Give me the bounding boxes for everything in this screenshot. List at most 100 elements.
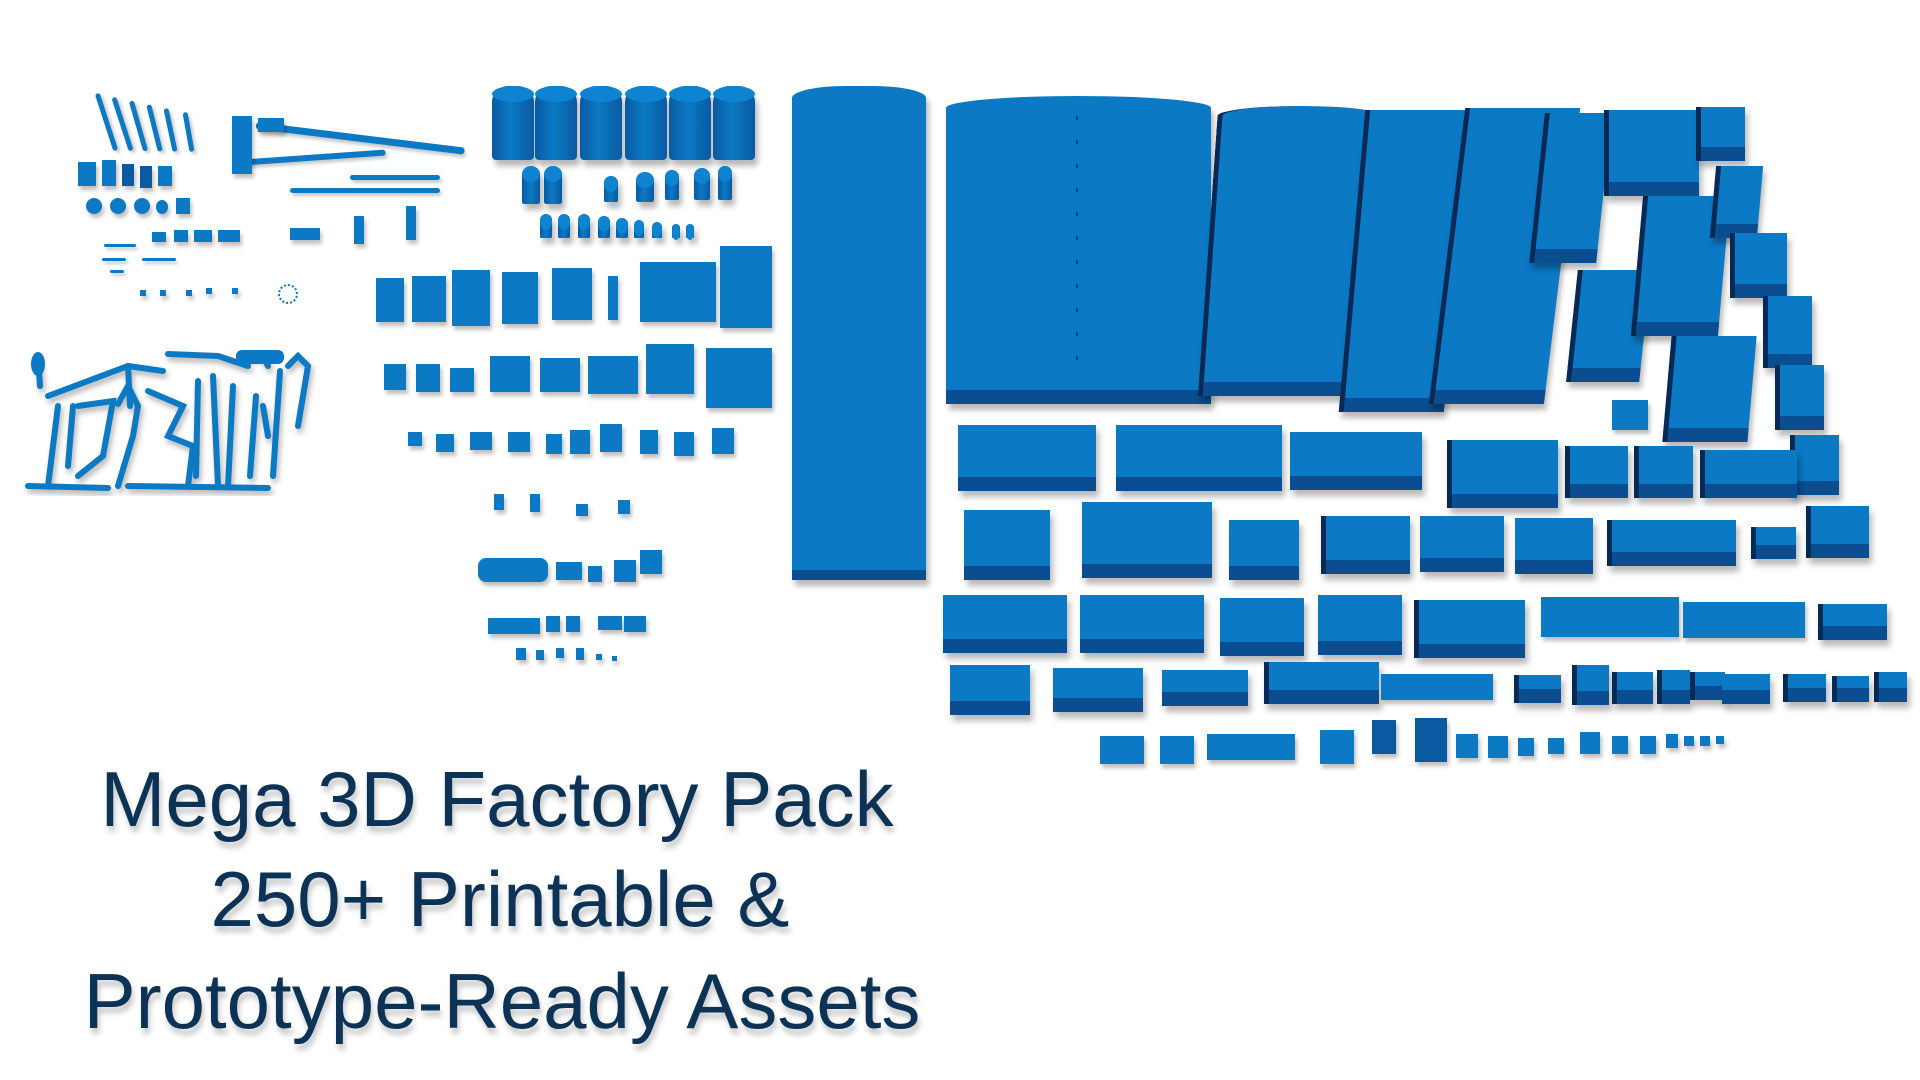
- tank-small-7: [718, 166, 732, 200]
- building-r1-3: [1290, 432, 1422, 490]
- office-tower-d: [1763, 296, 1812, 368]
- bench-1: [152, 232, 166, 242]
- machine-3: [576, 504, 588, 516]
- tiny-parts-2: [160, 290, 166, 296]
- shed-r4-12: [1783, 674, 1826, 702]
- shed-r5-6: [1415, 718, 1447, 762]
- tank-small-2: [544, 166, 562, 204]
- conveyor-pipe-4: [350, 175, 440, 180]
- cabinet-1: [78, 162, 96, 186]
- cabinet-4: [140, 166, 152, 188]
- column-5: [163, 107, 178, 153]
- building-r1-7: [1700, 450, 1797, 498]
- building-r2-9: [1806, 506, 1869, 558]
- furnace-long: [478, 558, 548, 582]
- office-tower-a: [1696, 107, 1745, 161]
- shed-r5-2: [1160, 736, 1194, 764]
- headline-line-1: Mega 3D Factory Pack: [100, 755, 894, 843]
- tiny-parts-5: [232, 288, 238, 294]
- platform-1: [384, 364, 406, 390]
- tiny-parts: [140, 290, 146, 296]
- building-r4-4: [1264, 662, 1379, 704]
- building-r3-5: [1414, 600, 1525, 658]
- building-r2-6: [1515, 518, 1593, 574]
- canopy: [1612, 400, 1648, 430]
- shed-r5-15: [1684, 736, 1694, 746]
- building-r2-3: [1229, 520, 1299, 580]
- shed-r5-13: [1640, 736, 1656, 754]
- bench-2: [174, 230, 188, 242]
- machine-12: [624, 616, 646, 632]
- shed-r4-11: [1722, 674, 1770, 704]
- equip-row-4: [508, 432, 530, 452]
- tiny-parts-3: [186, 290, 192, 296]
- machine-1: [494, 494, 504, 510]
- building-r3-8: [1818, 604, 1887, 640]
- shed-r5-14: [1666, 734, 1678, 748]
- tank-small-3: [604, 176, 618, 202]
- bench-5: [290, 228, 320, 240]
- equip-row-3: [470, 432, 492, 450]
- pipe-network: [25, 350, 312, 491]
- shed-r5-3: [1207, 734, 1295, 760]
- shed-r4-13: [1832, 676, 1869, 702]
- tank-cone-2: [558, 214, 570, 238]
- tank-cone-row: [540, 214, 552, 238]
- office-tower-e: [1775, 365, 1824, 430]
- motor-4: [156, 200, 168, 214]
- shed-r4-14: [1874, 672, 1907, 702]
- long-warehouse: [792, 86, 926, 580]
- building-r3-2: [1080, 595, 1204, 653]
- building-r2-7: [1607, 520, 1736, 566]
- tank-cone-4: [598, 216, 610, 238]
- frame-5: [552, 268, 592, 320]
- building-r4-1: [950, 665, 1030, 715]
- building-r1-5: [1565, 446, 1628, 498]
- frame-1: [376, 278, 404, 322]
- building-r2-2: [1082, 502, 1212, 578]
- hopper-head: [258, 118, 284, 132]
- bench-3: [194, 230, 212, 242]
- tank-cone-3: [578, 214, 590, 238]
- conveyor-pipe-2: [235, 149, 386, 166]
- frame-3: [452, 270, 490, 326]
- platform-6: [588, 356, 638, 394]
- tank-cone-8: [672, 224, 680, 240]
- platform-4: [490, 356, 530, 392]
- equip-row-5: [546, 434, 562, 454]
- platform-7: [646, 344, 694, 394]
- building-r1-6: [1634, 446, 1693, 498]
- office-tower-f: [1790, 435, 1839, 495]
- silo-4: [625, 86, 667, 160]
- large-hangar: [946, 96, 1211, 404]
- tank-small-5: [665, 170, 679, 200]
- part-4: [576, 648, 584, 660]
- machine-10: [566, 616, 580, 632]
- shed-r4-7: [1572, 665, 1609, 705]
- shed-r4-8: [1612, 672, 1653, 704]
- shed-r5-17: [1716, 736, 1724, 744]
- frame-2: [412, 276, 446, 322]
- frame-8: [720, 246, 772, 328]
- cabinet-3: [122, 164, 134, 186]
- part-2: [536, 650, 544, 660]
- open-shed-r4-5: [1381, 674, 1493, 700]
- headline-line-2: 250+ Printable &: [210, 855, 790, 943]
- office-tower-b: [1709, 166, 1764, 238]
- tank-cone-7: [652, 222, 662, 238]
- open-shed-r3-6: [1541, 597, 1679, 637]
- bench-4: [218, 230, 240, 242]
- machine-7: [614, 560, 636, 582]
- motor-1: [86, 198, 102, 214]
- equip-row-7: [600, 424, 622, 452]
- tank-cone-6: [634, 220, 644, 238]
- rail-1: [104, 244, 136, 247]
- frame-7: [640, 262, 716, 322]
- tank-cone-5: [616, 218, 628, 238]
- silo-1: [492, 86, 534, 160]
- machine-6: [588, 566, 602, 582]
- silo-3: [580, 86, 622, 160]
- warehouse-6: [1529, 113, 1612, 263]
- tank-small-4: [636, 172, 654, 202]
